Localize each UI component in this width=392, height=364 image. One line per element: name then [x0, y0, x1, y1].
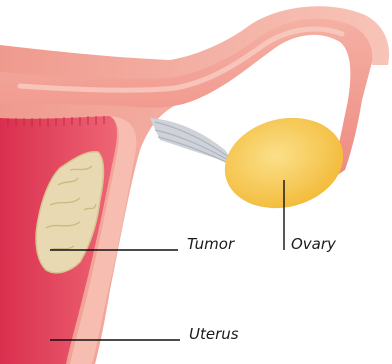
ovarian-ligament [150, 118, 236, 165]
ovary-label: Ovary [291, 237, 336, 252]
uterus-label: Uterus [189, 327, 239, 342]
tumor-label: Tumor [187, 237, 234, 252]
